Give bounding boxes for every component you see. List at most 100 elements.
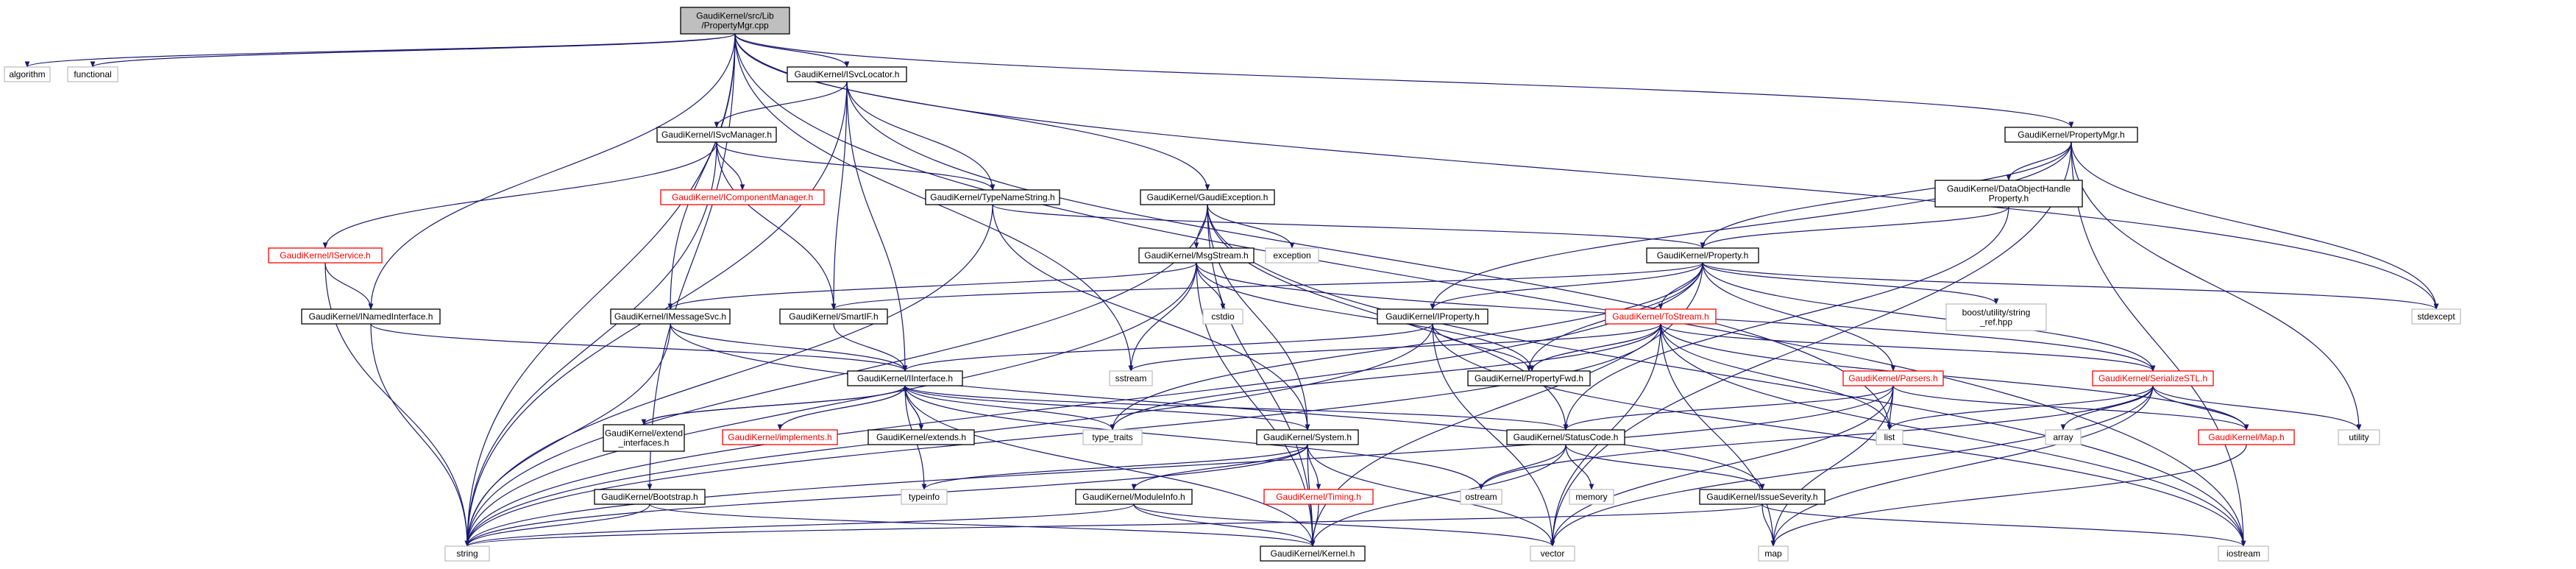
edge-root-to-propertymgr [734,33,2074,128]
node-box [2092,370,2214,386]
node-box [1758,545,1789,562]
node-propertymgr[interactable]: GaudiKernel/PropertyMgr.h [2004,127,2138,143]
node-label: GaudiKernel/extend [605,428,683,439]
node-isvclocator[interactable]: GaudiKernel/ISvcLocator.h [787,66,907,82]
node-box [1202,308,1243,325]
edge-moduleinfo-to-string [464,503,1135,547]
edge-msgstream-to-string [464,262,1197,547]
edge-iproperty-to-vector [1432,323,1555,547]
edge-propertymgr-to-dataobjecthandleproperty [2006,141,2072,181]
edge-isvcmanager-to-icomponentmanager [716,141,745,191]
node-box [1842,370,1944,386]
node-iinterface[interactable]: GaudiKernel/IInterface.h [847,370,963,386]
edge-timing-to-kernel [1310,503,1319,547]
edge-isvcmanager-to-iservice [322,141,717,249]
edge-propertymgr-to-iostream [2071,141,2246,547]
node-box [1256,429,1359,445]
node-label: stdexcept [2417,311,2455,322]
node-label: GaudiKernel/PropertyMgr.h [2018,130,2124,140]
node-stdexcept: stdexcept [2411,308,2461,325]
node-label: ostream [1465,492,1497,502]
edge-serializestl-to-ostream [1478,385,2154,490]
edge-root-to-iostream [734,33,2246,547]
edge-statuscode-to-issueseverity [1565,444,1765,490]
node-label: /PropertyMgr.cpp [701,21,769,31]
edge-typenamestring-to-property [992,204,1706,249]
edge-isvclocator-to-smartif [831,81,848,310]
node-label: GaudiKernel/IInterface.h [857,373,953,384]
node-statuscode[interactable]: GaudiKernel/StatusCode.h [1506,429,1625,445]
edge-iservice-to-string [324,262,470,547]
node-cstdio: cstdio [1202,308,1243,325]
node-iservice[interactable]: GaudiKernel/IService.h [268,247,383,264]
node-label: GaudiKernel/DataObjectHandle [1947,184,2071,194]
node-serializestl[interactable]: GaudiKernel/SerializeSTL.h [2092,370,2214,386]
edge-moduleinfo-to-vector [1133,503,1555,547]
node-gaudiexception[interactable]: GaudiKernel/GaudiException.h [1140,189,1275,205]
node-msgstream[interactable]: GaudiKernel/MsgStream.h [1138,247,1255,264]
edge-property-to-smartif [831,262,1703,310]
node-icomponentmanager[interactable]: GaudiKernel/IComponentManager.h [660,189,825,205]
node-propertyfwd[interactable]: GaudiKernel/PropertyFwd.h [1467,370,1591,386]
node-root[interactable]: GaudiKernel/src/Lib/PropertyMgr.cpp [680,7,790,35]
edge-parsers-to-statuscode [1563,385,1894,431]
edge-propertymgr-to-vector [1550,141,2072,547]
node-map: map [1758,545,1789,562]
node-label: list [1884,432,1895,442]
node-label: GaudiKernel/IComponentManager.h [672,192,813,202]
node-label: GaudiKernel/implements.h [728,432,831,442]
node-extends[interactable]: GaudiKernel/extends.h [867,429,975,445]
node-iproperty[interactable]: GaudiKernel/IProperty.h [1377,308,1489,325]
node-label: map [1764,548,1782,559]
node-box [1530,545,1575,562]
edge-parsers-to-map [1770,385,1894,547]
edge-extends-to-iinterface [902,385,922,431]
node-label: memory [1575,492,1607,502]
node-exception: exception [1265,247,1319,264]
node-tostream[interactable]: GaudiKernel/ToStream.h [1605,308,1717,325]
node-label: array [2053,432,2073,442]
node-inamedinterface[interactable]: GaudiKernel/INamedInterface.h [301,308,441,325]
edge-iinterface-to-ostream [904,385,1484,490]
node-label: GaudiKernel/ModuleInfo.h [1082,492,1185,502]
node-extendinterfaces[interactable]: GaudiKernel/extend_interfaces.h [603,424,685,452]
node-box [680,7,790,35]
edge-gaudiexception-to-exception [1207,204,1295,249]
edge-statuscode-to-ostream [1478,444,1566,490]
node-typenamestring[interactable]: GaudiKernel/TypeNameString.h [925,189,1060,205]
node-label: typeinfo [909,492,940,502]
node-timing[interactable]: GaudiKernel/Timing.h [1263,489,1374,505]
node-box [2411,308,2461,325]
node-issueseverity[interactable]: GaudiKernel/IssueSeverity.h [1699,489,1825,505]
edge-iproperty-to-iostream [1432,323,2246,547]
node-box [1646,247,1759,264]
node-label: GaudiKernel/src/Lib [696,11,774,21]
node-system[interactable]: GaudiKernel/System.h [1256,429,1359,445]
node-implements[interactable]: GaudiKernel/implements.h [722,429,838,445]
edge-tostream-to-iomanip [1529,323,1661,372]
node-box [779,308,888,325]
edge-serializestl-to-map [1770,385,2154,547]
edge-imessagesvc-to-string [464,323,671,547]
node-label: functional [74,69,111,79]
edge-msgstream-to-cstdio [1196,262,1226,310]
node-bootstrap[interactable]: GaudiKernel/Bootstrap.h [594,489,706,505]
edge-imessagesvc-to-iinterface [670,323,908,372]
node-imessagesvc[interactable]: GaudiKernel/IMessageSvc.h [610,308,731,325]
node-box [1876,429,1903,445]
edge-property-to-typetraits [1110,262,1703,431]
node-smartif[interactable]: GaudiKernel/SmartIF.h [779,308,888,325]
node-property[interactable]: GaudiKernel/Property.h [1646,247,1759,264]
node-label: GaudiKernel/IService.h [280,250,370,261]
node-kernel[interactable]: GaudiKernel/Kernel.h [1260,545,1366,562]
node-parsers[interactable]: GaudiKernel/Parsers.h [1842,370,1944,386]
edge-propertymgr-to-iproperty [1430,141,2072,310]
node-map_h[interactable]: GaudiKernel/Map.h [2198,429,2295,445]
node-label: GaudiKernel/StatusCode.h [1514,432,1619,442]
node-isvcmanager[interactable]: GaudiKernel/ISvcManager.h [656,127,777,143]
node-ostream: ostream [1460,489,1502,505]
edge-root-to-imessagesvc [667,33,736,310]
node-moduleinfo[interactable]: GaudiKernel/ModuleInfo.h [1075,489,1193,505]
